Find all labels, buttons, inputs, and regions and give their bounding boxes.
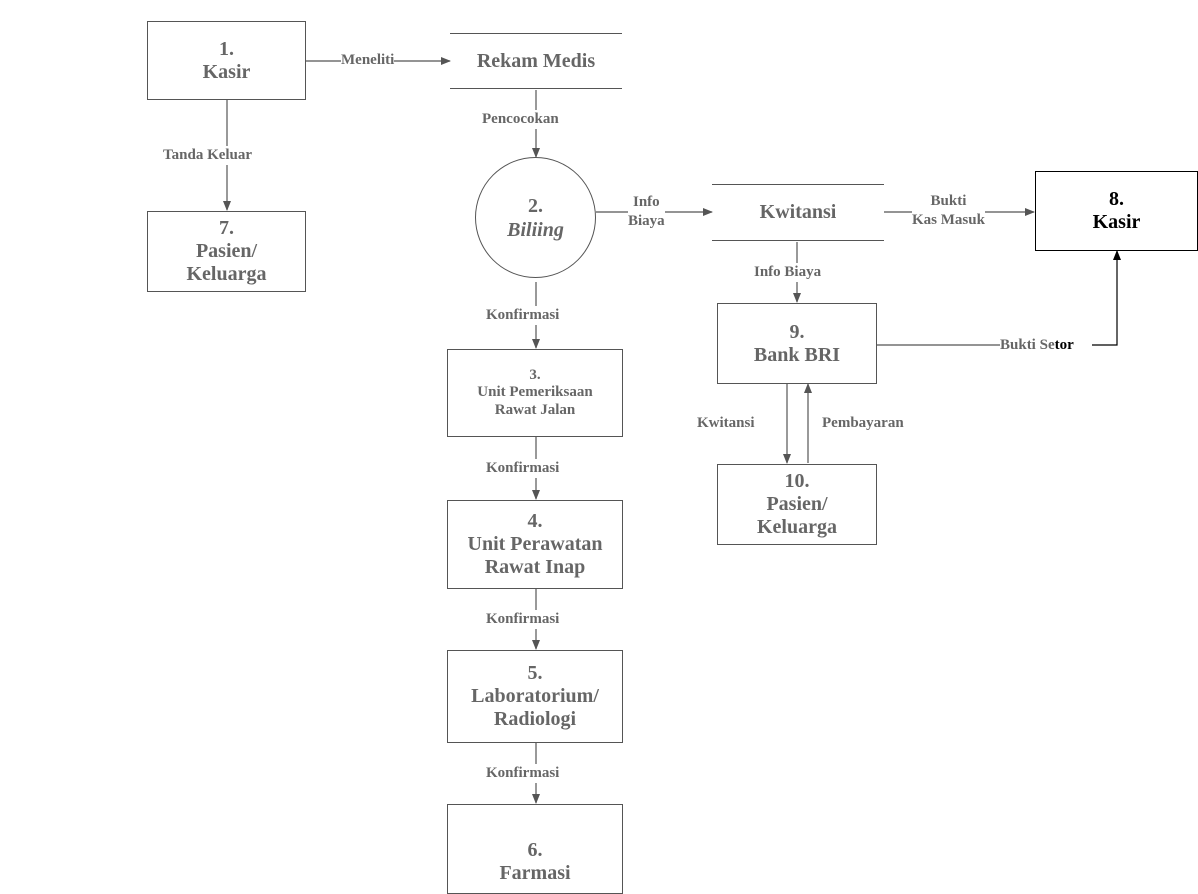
- label-konfirmasi-3: Konfirmasi: [486, 610, 560, 629]
- entity-kasir-1: 1. Kasir: [147, 21, 306, 100]
- entity-kasir-1-name: Kasir: [202, 60, 251, 83]
- entity-bank-bri: 9. Bank BRI: [717, 303, 877, 384]
- store-kwitansi-label: Kwitansi: [759, 201, 837, 223]
- entity-unit-3-number: 3.: [529, 367, 541, 384]
- entity-pasien-10-name-2: Keluarga: [757, 516, 837, 538]
- label-tanda-keluar: Tanda Keluar: [163, 146, 253, 165]
- process-billing: 2. Biliing: [475, 157, 596, 278]
- entity-pasien-7-name-2: Keluarga: [186, 263, 267, 285]
- entity-bank-bri-number: 9.: [789, 320, 805, 343]
- entity-kasir-1-number: 1.: [219, 37, 234, 60]
- label-konfirmasi-1: Konfirmasi: [486, 306, 560, 325]
- entity-lab-5: 5. Laboratorium/ Radiologi: [447, 650, 623, 743]
- label-info-biaya-1: Info Biaya: [628, 193, 665, 231]
- process-billing-number: 2.: [528, 194, 543, 217]
- label-info-biaya-1-line-1: Info: [633, 194, 660, 210]
- label-kwitansi: Kwitansi: [697, 414, 755, 433]
- label-bukti-kas-masuk-line-1: Bukti: [930, 193, 967, 209]
- process-billing-name: Biliing: [507, 218, 564, 241]
- entity-unit-4-name: Unit Perawatan: [467, 533, 603, 555]
- label-meneliti: Meneliti: [341, 51, 395, 70]
- label-konfirmasi-4: Konfirmasi: [486, 764, 560, 783]
- label-bukti-kas-masuk-line-2: Kas Masuk: [912, 211, 985, 228]
- label-info-biaya-1-line-2: Biaya: [628, 212, 665, 229]
- store-kwitansi: Kwitansi: [712, 184, 884, 241]
- entity-pasien-10-name: Pasien/: [766, 493, 828, 515]
- label-bukti-setor-part-1: Bukti Se: [1000, 337, 1055, 353]
- entity-lab-5-number: 5.: [527, 662, 543, 684]
- entity-pasien-10-number: 10.: [784, 470, 810, 492]
- store-rekam-medis: Rekam Medis: [450, 33, 622, 89]
- entity-bank-bri-name: Bank BRI: [753, 343, 841, 366]
- entity-farmasi-6-name: Farmasi: [499, 862, 571, 884]
- entity-pasien-7: 7. Pasien/ Keluarga: [147, 211, 306, 292]
- label-bukti-setor-part-2: tor: [1054, 337, 1074, 353]
- entity-kasir-8-number: 8.: [1109, 188, 1124, 210]
- flow-bukti-setor-dark: [1092, 250, 1121, 346]
- entity-pasien-10: 10. Pasien/ Keluarga: [717, 464, 877, 545]
- entity-farmasi-6-number: 6.: [527, 839, 543, 861]
- entity-kasir-8: 8. Kasir: [1035, 171, 1198, 251]
- entity-unit-3: 3. Unit Pemeriksaan Rawat Jalan: [447, 349, 623, 437]
- label-pencocokan: Pencocokan: [482, 110, 559, 129]
- entity-unit-4: 4. Unit Perawatan Rawat Inap: [447, 500, 623, 589]
- store-rekam-medis-label: Rekam Medis: [476, 49, 596, 72]
- entity-pasien-7-name: Pasien/: [195, 240, 258, 262]
- label-pembayaran: Pembayaran: [822, 414, 904, 433]
- entity-lab-5-name-2: Radiologi: [493, 708, 577, 730]
- entity-unit-4-name-2: Rawat Inap: [484, 556, 586, 578]
- label-bukti-setor: Bukti Setor: [1000, 336, 1074, 355]
- label-info-biaya-2: Info Biaya: [754, 263, 822, 282]
- entity-unit-4-number: 4.: [527, 510, 543, 532]
- entity-lab-5-name: Laboratorium/: [471, 685, 599, 707]
- entity-kasir-8-name: Kasir: [1092, 211, 1141, 233]
- label-konfirmasi-2: Konfirmasi: [486, 459, 560, 478]
- label-bukti-kas-masuk: Bukti Kas Masuk: [912, 192, 985, 230]
- entity-pasien-7-number: 7.: [219, 217, 234, 239]
- entity-unit-3-name: Unit Pemeriksaan: [477, 384, 593, 401]
- entity-unit-3-name-2: Rawat Jalan: [494, 401, 576, 418]
- entity-farmasi-6: 6. Farmasi: [447, 804, 623, 894]
